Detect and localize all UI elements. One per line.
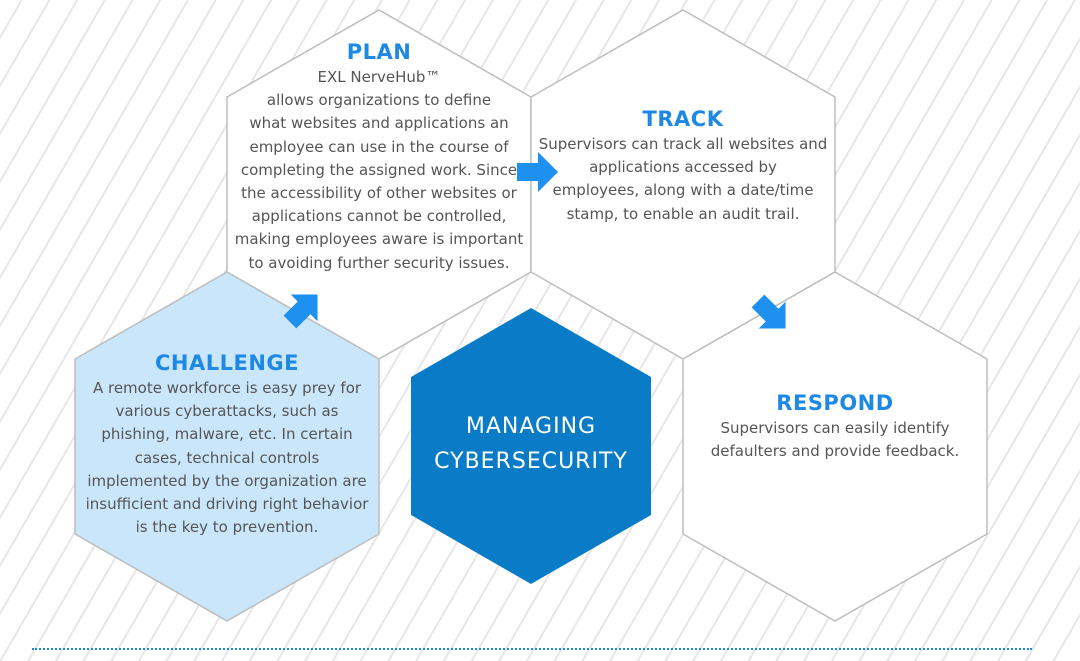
center-label-line-2: CYBERSECURITY bbox=[434, 449, 628, 474]
arrow-track-to-respond-icon bbox=[751, 294, 786, 329]
track-title: TRACK bbox=[642, 107, 724, 131]
center-label: MANAGING CYBERSECURITY bbox=[421, 409, 641, 479]
center-hexagon bbox=[411, 308, 651, 584]
challenge-block: CHALLENGE A remote workforce is easy pre… bbox=[77, 349, 377, 539]
challenge-hexagon bbox=[74, 271, 380, 622]
track-block: TRACK Supervisors can track all websites… bbox=[533, 105, 833, 226]
plan-title: PLAN bbox=[346, 40, 412, 64]
center-label-line-1: MANAGING bbox=[465, 414, 597, 439]
bottom-dotted-divider bbox=[32, 648, 1032, 650]
respond-title: RESPOND bbox=[776, 391, 894, 415]
challenge-title: CHALLENGE bbox=[154, 351, 299, 375]
arrow-challenge-to-plan-icon bbox=[283, 294, 318, 329]
respond-hexagon bbox=[682, 271, 988, 622]
arrow-plan-to-track-icon bbox=[517, 152, 558, 192]
